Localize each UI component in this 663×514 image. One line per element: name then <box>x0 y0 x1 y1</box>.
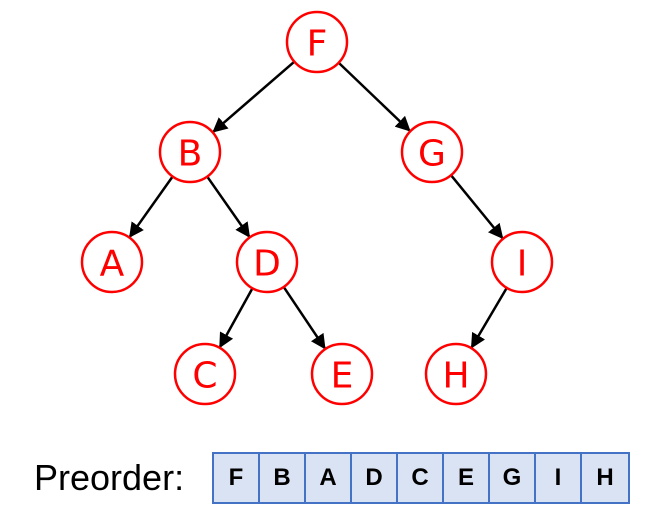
tree-nodes: F B G A D I C E H <box>80 10 554 406</box>
preorder-cell: H <box>596 464 614 491</box>
tree-edge-g-i <box>450 174 504 240</box>
tree-edge-f-b <box>212 60 296 133</box>
tree-node-circle <box>158 120 222 184</box>
tree-edge-b-d <box>206 175 251 238</box>
preorder-cell: A <box>306 454 352 502</box>
tree-node-label: E <box>331 356 354 397</box>
tree-edge-b-a <box>128 175 174 238</box>
preorder-label: Preorder: <box>34 457 185 498</box>
tree-node-label: F <box>307 24 328 65</box>
tree-node-h: H <box>424 342 488 406</box>
tree-node-g: G <box>400 120 464 184</box>
tree-node-label: I <box>517 244 528 285</box>
tree-node-e: E <box>310 342 374 406</box>
binary-tree-diagram: F B G A D I C E H <box>80 10 554 406</box>
tree-node-label: A <box>100 244 125 285</box>
tree-node-circle <box>490 230 554 294</box>
tree-node-label: H <box>442 356 469 397</box>
tree-node-label: D <box>253 244 281 285</box>
preorder-cell: G <box>490 454 536 502</box>
preorder-cell: B <box>260 454 306 502</box>
tree-node-circle <box>80 230 144 294</box>
tree-edges <box>128 60 508 350</box>
tree-node-label: B <box>178 134 203 175</box>
tree-node-a: A <box>80 230 144 294</box>
tree-node-circle <box>173 342 237 406</box>
tree-node-i: I <box>490 230 554 294</box>
tree-node-c: C <box>173 342 237 406</box>
tree-node-circle <box>424 342 488 406</box>
preorder-cell: F <box>214 454 260 502</box>
tree-node-circle <box>310 342 374 406</box>
tree-edge-i-h <box>470 287 508 349</box>
tree-node-b: B <box>158 120 222 184</box>
tree-edge-d-c <box>218 287 254 349</box>
tree-node-f: F <box>285 10 349 74</box>
tree-edge-d-e <box>282 286 326 350</box>
preorder-row: Preorder: F B A D C E G I H <box>34 452 630 504</box>
preorder-cell: E <box>444 454 490 502</box>
tree-edge-f-g <box>337 61 411 132</box>
tree-node-circle <box>400 120 464 184</box>
preorder-cell: D <box>352 454 398 502</box>
tree-node-label: G <box>418 134 446 175</box>
preorder-cell: I <box>536 454 582 502</box>
tree-node-label: C <box>192 356 217 397</box>
tree-node-circle <box>285 10 349 74</box>
tree-node-d: D <box>235 230 299 294</box>
preorder-cell: C <box>398 454 444 502</box>
tree-node-circle <box>235 230 299 294</box>
preorder-sequence: F B A D C E G I H <box>212 452 630 504</box>
